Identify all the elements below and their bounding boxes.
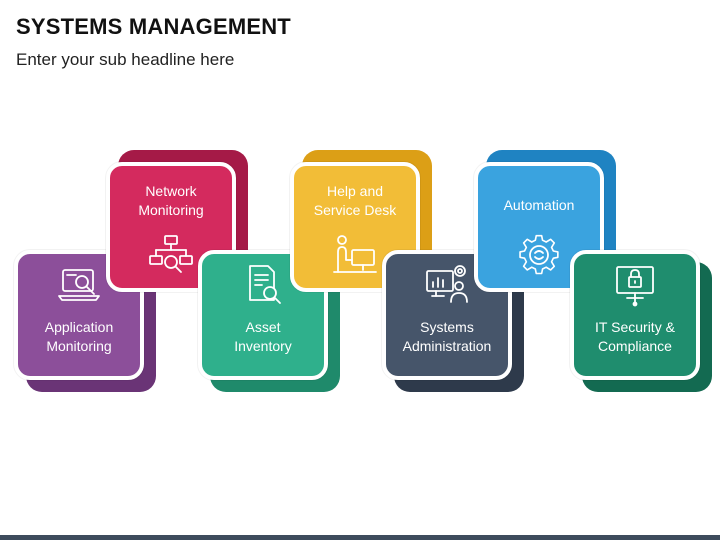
document-search-icon bbox=[240, 262, 286, 308]
card-face: IT Security & Compliance bbox=[570, 250, 700, 380]
automation-gear-icon bbox=[516, 233, 562, 279]
card-face: Network Monitoring bbox=[106, 162, 236, 292]
laptop-magnifier-icon bbox=[56, 262, 102, 308]
card-it-security-compliance[interactable]: IT Security & Compliance bbox=[570, 250, 712, 392]
card-label: IT Security & Compliance bbox=[595, 319, 675, 354]
card-label: Automation bbox=[503, 197, 575, 213]
security-monitor-icon bbox=[612, 262, 658, 308]
card-label: Asset Inventory bbox=[234, 319, 292, 354]
page-subtitle: Enter your sub headline here bbox=[16, 50, 235, 69]
card-label: Systems Administration bbox=[402, 319, 492, 354]
service-desk-icon bbox=[332, 232, 378, 278]
card-label: Network Monitoring bbox=[138, 183, 204, 218]
card-network-monitoring[interactable]: Network Monitoring bbox=[106, 150, 248, 292]
card-help-and-service-desk[interactable]: Help and Service Desk bbox=[290, 150, 432, 292]
card-label: Application Monitoring bbox=[44, 319, 114, 354]
card-face: Asset Inventory bbox=[198, 250, 328, 380]
admin-dashboard-icon bbox=[424, 262, 470, 308]
network-search-icon bbox=[148, 232, 194, 278]
page-title: SYSTEMS MANAGEMENT bbox=[16, 14, 291, 39]
card-label: Help and Service Desk bbox=[313, 183, 397, 218]
bottom-bar bbox=[0, 535, 720, 540]
